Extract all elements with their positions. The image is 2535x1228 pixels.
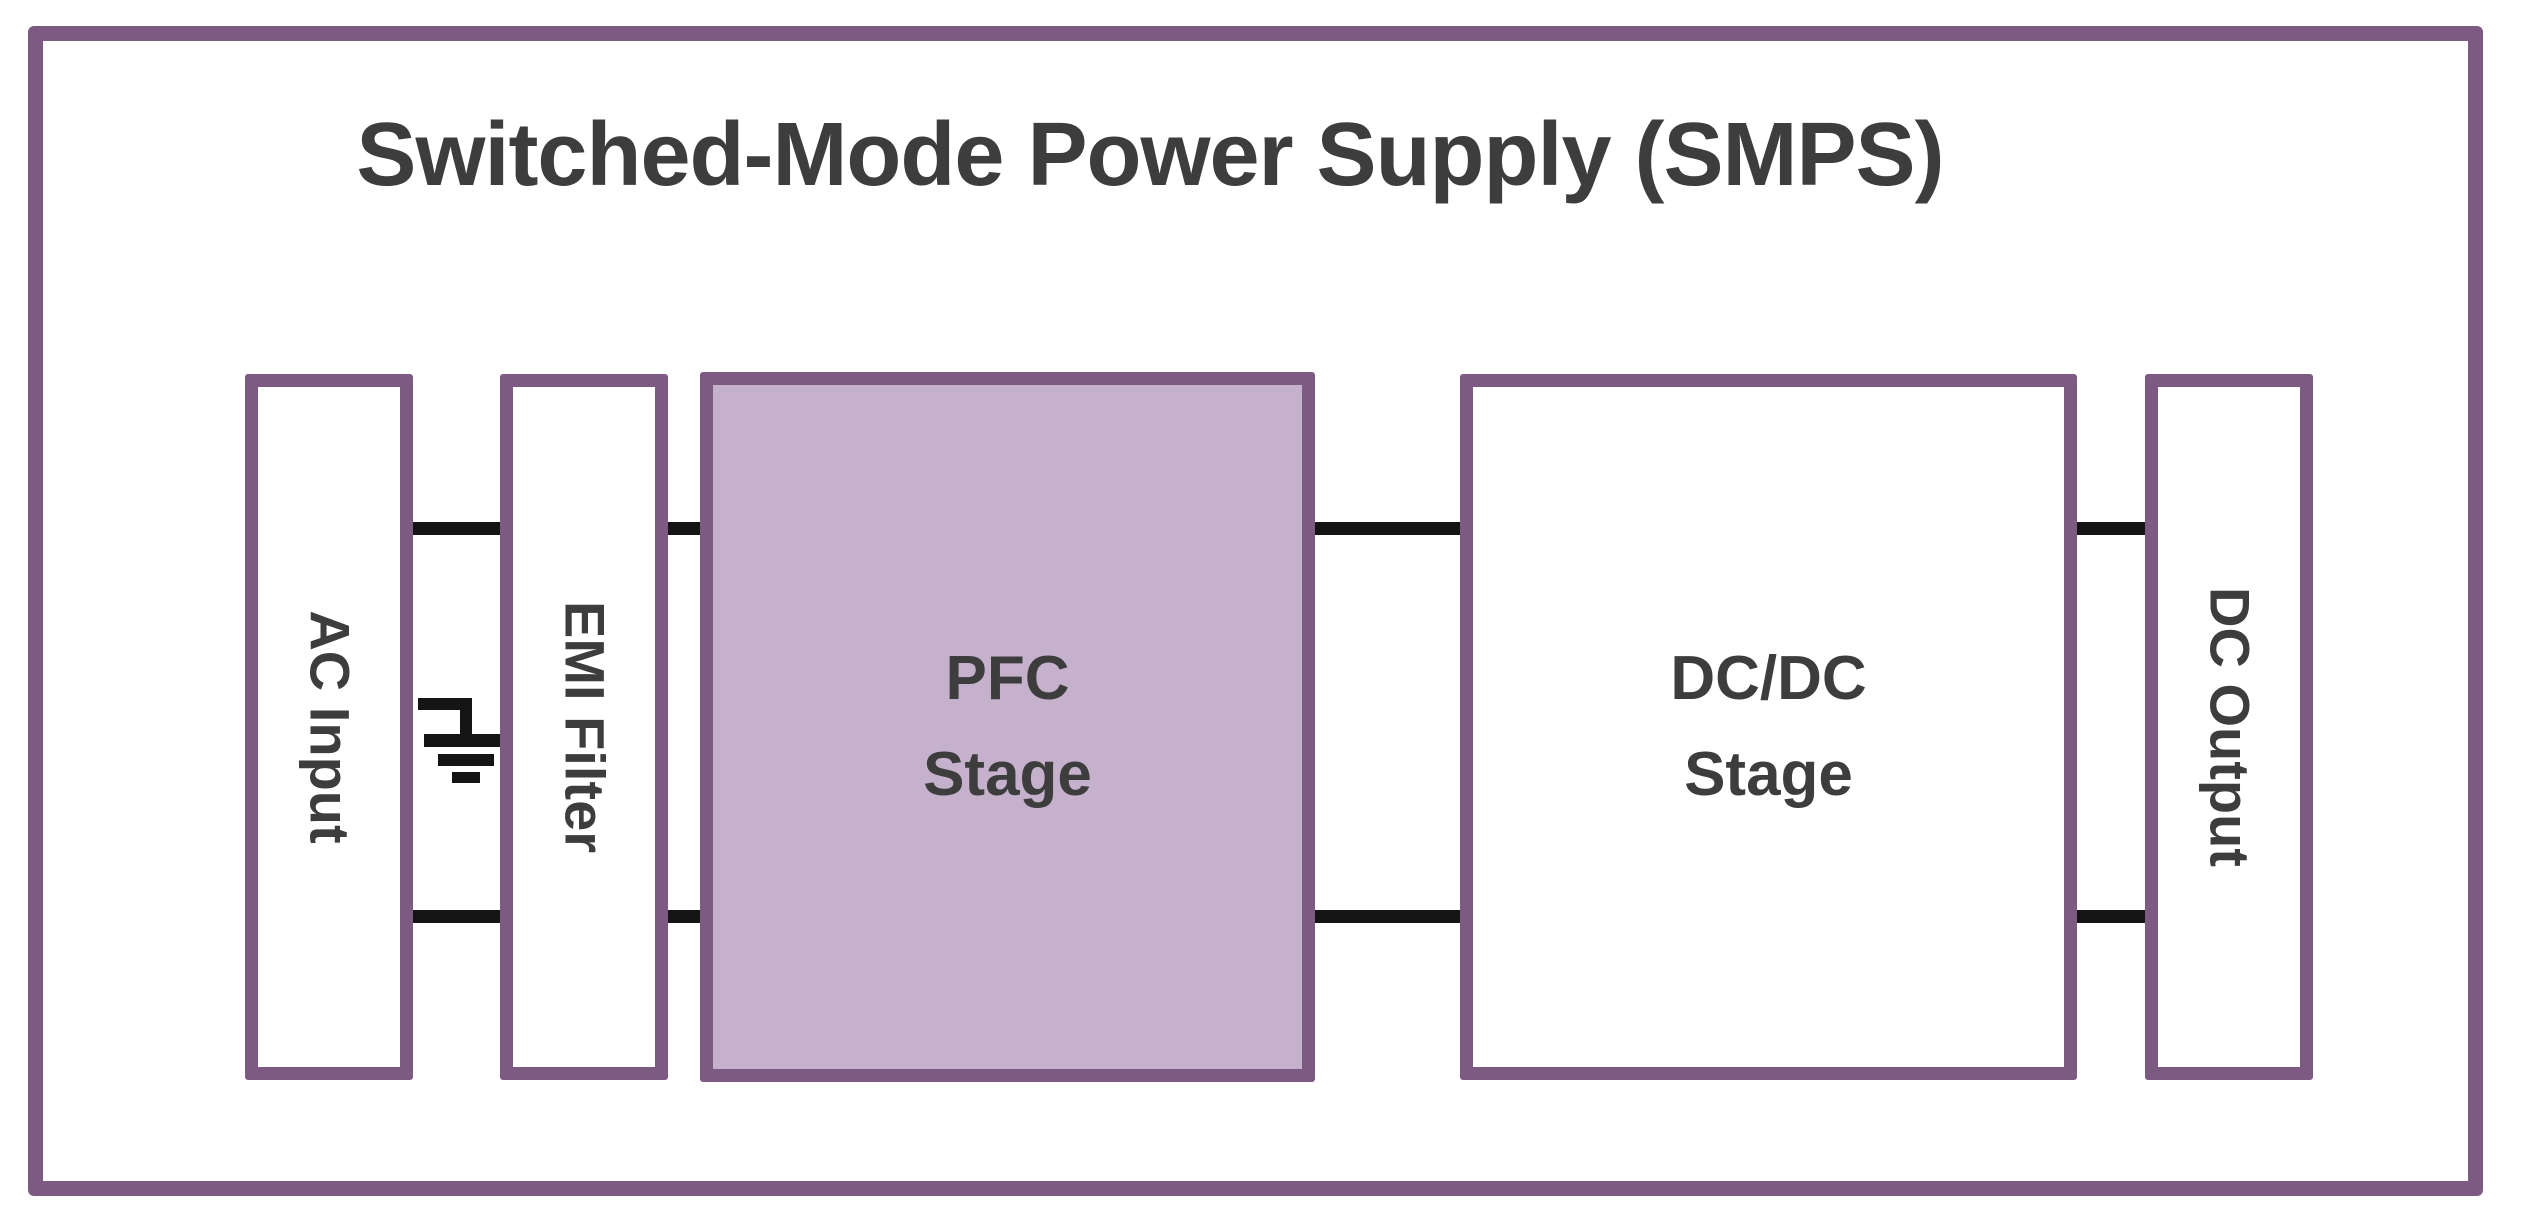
wire-pfc-stage-to-dcdc-stage-negative	[1306, 910, 1470, 923]
block-ac-input[interactable]: AC Input	[245, 374, 413, 1080]
earth-ground-icon	[418, 692, 514, 788]
wire-emi-filter-to-pfc-stage-line	[660, 522, 710, 535]
block-pfc-stage-label-line2: Stage	[923, 740, 1092, 809]
wire-dcdc-stage-to-dc-output-positive	[2068, 522, 2154, 535]
wire-pfc-stage-to-dcdc-stage-positive	[1306, 522, 1470, 535]
ground-bar-large	[424, 734, 508, 747]
ground-bar-medium	[438, 754, 494, 766]
wire-emi-filter-to-pfc-stage-neutral	[660, 910, 710, 923]
block-dcdc-stage[interactable]: DC/DC Stage	[1460, 374, 2077, 1080]
page-title: Switched-Mode Power Supply (SMPS)	[356, 105, 1944, 205]
block-dcdc-stage-label: DC/DC Stage	[1670, 631, 1866, 823]
ground-lead-horizontal	[418, 698, 470, 710]
block-pfc-stage-label: PFC Stage	[923, 631, 1092, 823]
wire-ac-input-to-emi-filter-neutral	[404, 910, 508, 923]
block-dcdc-stage-label-line1: DC/DC	[1670, 643, 1867, 713]
wire-ac-input-to-emi-filter-line	[404, 522, 508, 535]
block-emi-filter-label: EMI Filter	[553, 600, 617, 854]
block-dcdc-stage-label-line2: Stage	[1684, 740, 1853, 809]
block-pfc-stage[interactable]: PFC Stage	[700, 372, 1315, 1082]
block-emi-filter[interactable]: EMI Filter	[500, 374, 668, 1080]
ground-lead-vertical	[460, 698, 472, 742]
block-pfc-stage-label-line1: PFC	[945, 643, 1070, 713]
block-dc-output[interactable]: DC Output	[2145, 374, 2313, 1080]
block-dc-output-label: DC Output	[2198, 587, 2262, 867]
block-ac-input-label: AC Input	[298, 610, 362, 844]
wire-dcdc-stage-to-dc-output-negative	[2068, 910, 2154, 923]
ground-bar-small	[452, 772, 480, 783]
